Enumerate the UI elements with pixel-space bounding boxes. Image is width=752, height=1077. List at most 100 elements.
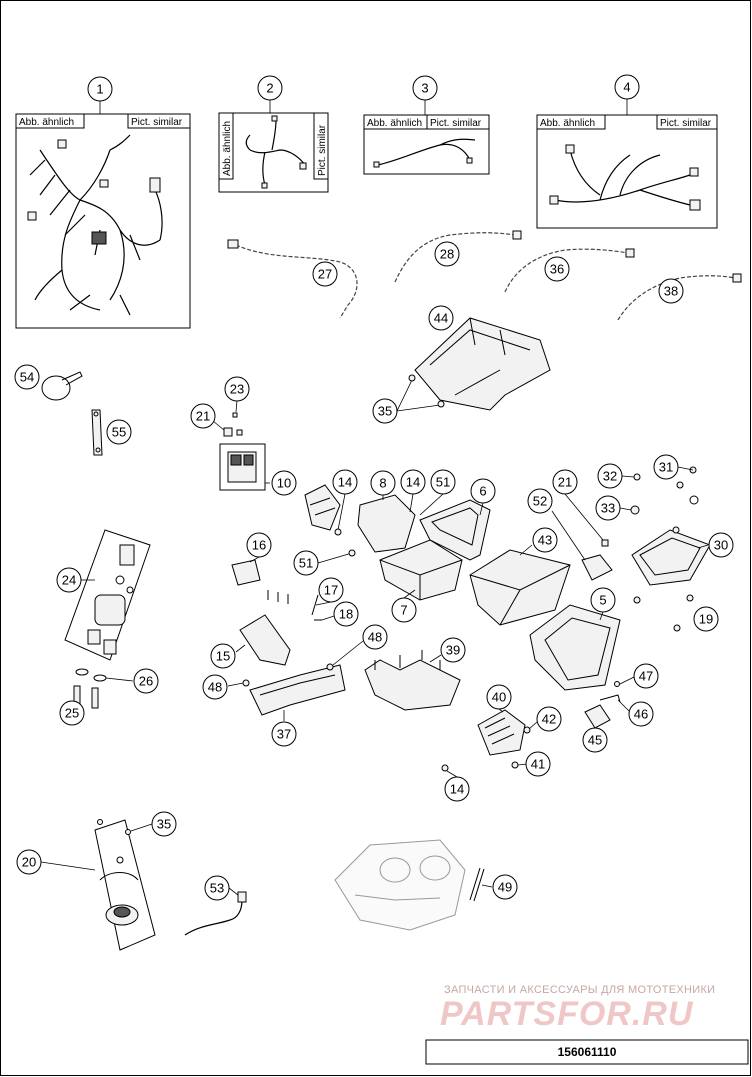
callout-6: 6 bbox=[470, 478, 496, 504]
callout-48: 48 bbox=[202, 674, 228, 700]
callout-number: 24 bbox=[62, 573, 76, 588]
callout-49: 49 bbox=[492, 874, 518, 900]
callout-circle bbox=[444, 776, 470, 802]
callout-circle bbox=[597, 463, 623, 489]
callout-circle bbox=[590, 587, 616, 613]
ecu-7 bbox=[379, 539, 463, 601]
callout-circle bbox=[293, 550, 319, 576]
callout-number: 48 bbox=[208, 680, 222, 695]
callout-17: 17 bbox=[318, 577, 344, 603]
callout-2: 2 bbox=[257, 75, 283, 101]
callout-47: 47 bbox=[633, 663, 659, 689]
callout-number: 47 bbox=[639, 669, 653, 684]
callout-circle bbox=[470, 478, 496, 504]
callout-circle bbox=[527, 488, 553, 514]
callout-31: 31 bbox=[653, 454, 679, 480]
fuse-holder-37 bbox=[227, 640, 364, 721]
callout-number: 36 bbox=[550, 262, 564, 277]
callout-18: 18 bbox=[333, 601, 359, 627]
callout-number: 31 bbox=[659, 460, 673, 475]
callout-number: 1 bbox=[96, 82, 103, 97]
callout-37: 37 bbox=[271, 721, 297, 747]
callout-number: 53 bbox=[210, 881, 224, 896]
sensor-cable-53 bbox=[184, 887, 247, 936]
callout-35: 35 bbox=[151, 811, 177, 837]
callout-circle bbox=[391, 597, 417, 623]
callout-number: 46 bbox=[634, 707, 648, 722]
cable-28 bbox=[394, 230, 522, 283]
box2-pict-label: Pict. similar bbox=[317, 124, 328, 176]
callout-circle bbox=[434, 241, 460, 267]
callout-number: 18 bbox=[339, 607, 353, 622]
callout-number: 27 bbox=[318, 267, 332, 282]
document-number-box bbox=[425, 1039, 749, 1065]
regulator-40 bbox=[477, 708, 538, 769]
callout-number: 43 bbox=[538, 533, 552, 548]
callout-circle bbox=[87, 76, 113, 102]
throttle-body bbox=[334, 839, 493, 931]
harness-box-2: Abb. ähnlich Pict. similar bbox=[218, 100, 329, 193]
callout-7: 7 bbox=[391, 597, 417, 623]
callout-number: 4 bbox=[623, 80, 630, 95]
callout-number: 14 bbox=[450, 782, 464, 797]
callout-circle bbox=[133, 668, 159, 694]
callout-number: 49 bbox=[498, 880, 512, 895]
callout-circle bbox=[536, 706, 562, 732]
callout-24: 24 bbox=[56, 567, 82, 593]
callout-52: 52 bbox=[527, 488, 553, 514]
callout-44: 44 bbox=[428, 305, 454, 331]
callout-39: 39 bbox=[440, 637, 466, 663]
callout-circle bbox=[106, 419, 132, 445]
callout-41: 41 bbox=[525, 751, 551, 777]
callout-circle bbox=[532, 527, 558, 553]
box4-pict-label: Pict. similar bbox=[660, 118, 712, 129]
parts-52-21 bbox=[551, 493, 613, 581]
callout-number: 42 bbox=[542, 712, 556, 727]
callout-circle bbox=[16, 849, 42, 875]
callout-10: 10 bbox=[271, 470, 297, 496]
callout-number: 28 bbox=[440, 247, 454, 262]
callout-circle bbox=[271, 470, 297, 496]
callout-3: 3 bbox=[412, 75, 438, 101]
callout-circle bbox=[633, 663, 659, 689]
callout-circle bbox=[614, 74, 640, 100]
callout-43: 43 bbox=[532, 527, 558, 553]
callout-45: 45 bbox=[582, 727, 608, 753]
callout-circle bbox=[202, 674, 228, 700]
callout-35: 35 bbox=[372, 398, 398, 424]
starter-relay bbox=[304, 484, 341, 531]
callout-51: 51 bbox=[430, 469, 456, 495]
callout-circle bbox=[318, 577, 344, 603]
callout-circle bbox=[412, 75, 438, 101]
callout-number: 33 bbox=[601, 501, 615, 516]
callout-54: 54 bbox=[14, 364, 40, 390]
box4-abb-label: Abb. ähnlich bbox=[540, 118, 595, 129]
callout-circle bbox=[333, 601, 359, 627]
callout-number: 51 bbox=[299, 556, 313, 571]
screws-17-18 bbox=[267, 590, 335, 621]
callout-number: 41 bbox=[531, 757, 545, 772]
watermark-tagline: ЗАПЧАСТИ И АКСЕССУАРЫ ДЛЯ МОТОТЕХНИКИ bbox=[444, 984, 715, 996]
callout-circle bbox=[693, 606, 719, 632]
document-number: 156061110 bbox=[558, 1045, 617, 1059]
callout-number: 16 bbox=[252, 538, 266, 553]
callout-14: 14 bbox=[332, 469, 358, 495]
callout-circle bbox=[486, 684, 512, 710]
callout-number: 30 bbox=[714, 538, 728, 553]
callout-number: 14 bbox=[406, 475, 420, 490]
callout-1: 1 bbox=[87, 76, 113, 102]
holder-44 bbox=[396, 317, 551, 412]
callout-circle bbox=[151, 811, 177, 837]
callout-circle bbox=[59, 700, 85, 726]
harness-box-3: Abb. ähnlich Pict. similar bbox=[363, 100, 490, 175]
callout-14: 14 bbox=[400, 469, 426, 495]
callout-48: 48 bbox=[362, 624, 388, 650]
callout-number: 55 bbox=[112, 425, 126, 440]
callout-14: 14 bbox=[444, 776, 470, 802]
bracket-15 bbox=[235, 614, 291, 666]
sensor-45 bbox=[584, 676, 635, 729]
callout-46: 46 bbox=[628, 701, 654, 727]
callout-21: 21 bbox=[552, 469, 578, 495]
callout-circle bbox=[440, 637, 466, 663]
